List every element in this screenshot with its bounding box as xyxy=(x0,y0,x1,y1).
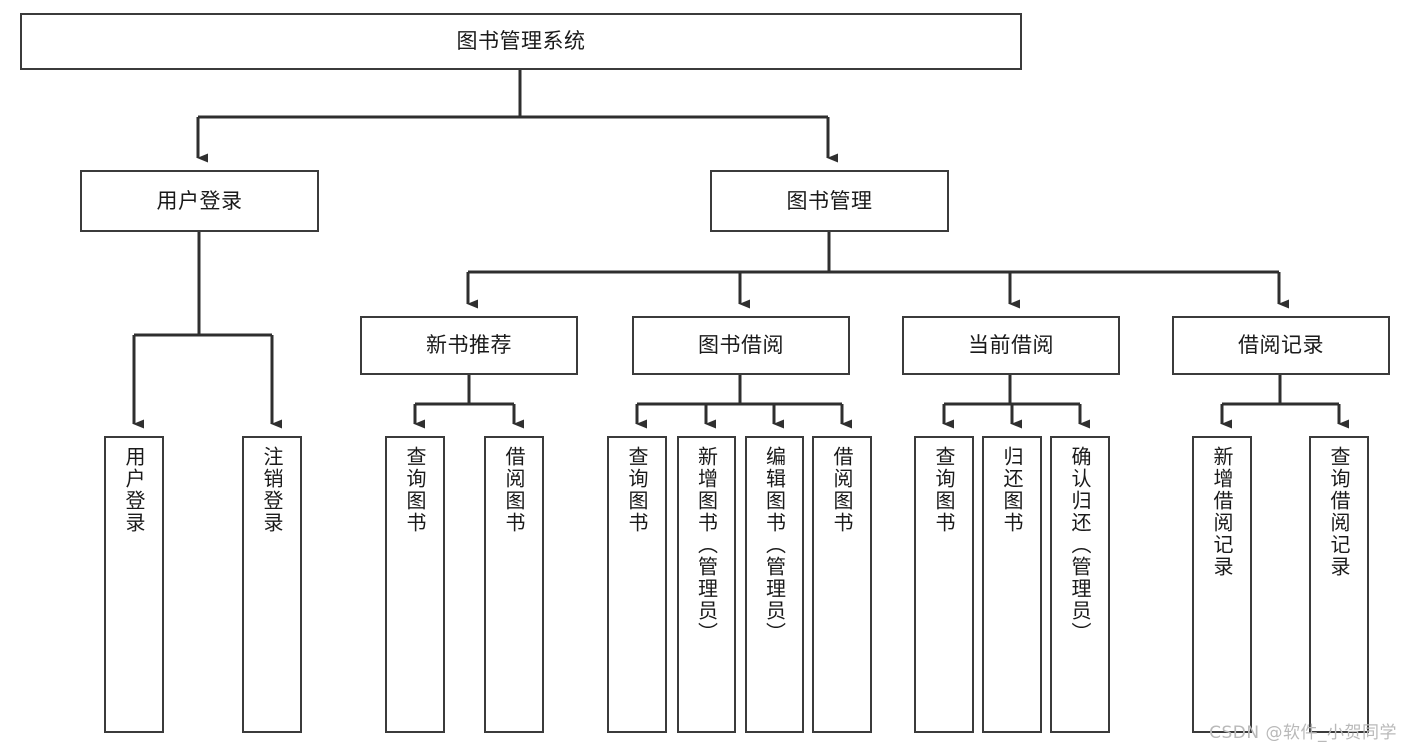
node-leaf-query-record-label: 查询借阅记录 xyxy=(1327,446,1351,578)
node-leaf-query-book-2[interactable]: 查询图书 xyxy=(607,436,667,733)
node-leaf-borrow-book-1[interactable]: 借阅图书 xyxy=(484,436,544,733)
node-book-management[interactable]: 图书管理 xyxy=(710,170,949,232)
node-leaf-confirm-return[interactable]: 确认归还（管理员） xyxy=(1050,436,1110,733)
node-leaf-query-record[interactable]: 查询借阅记录 xyxy=(1309,436,1369,733)
node-book-management-label: 图书管理 xyxy=(786,188,873,213)
node-leaf-user-login[interactable]: 用户登录 xyxy=(104,436,164,733)
node-root-label: 图书管理系统 xyxy=(456,29,586,54)
node-book-borrow-label: 图书借阅 xyxy=(698,333,784,358)
node-leaf-logout-login-label: 注销登录 xyxy=(260,446,284,534)
node-leaf-add-record-label: 新增借阅记录 xyxy=(1210,446,1234,578)
node-leaf-edit-book-label: 编辑图书（管理员） xyxy=(762,446,787,644)
node-leaf-borrow-book-2-label: 借阅图书 xyxy=(830,446,854,534)
node-leaf-return-book[interactable]: 归还图书 xyxy=(982,436,1042,733)
node-user-login[interactable]: 用户登录 xyxy=(80,170,319,232)
node-leaf-add-book[interactable]: 新增图书（管理员） xyxy=(677,436,736,733)
node-leaf-borrow-book-1-label: 借阅图书 xyxy=(502,446,526,534)
node-leaf-query-book-1-label: 查询图书 xyxy=(403,446,427,534)
node-leaf-query-book-2-label: 查询图书 xyxy=(625,446,649,534)
node-leaf-edit-book[interactable]: 编辑图书（管理员） xyxy=(745,436,804,733)
node-new-book-recommend[interactable]: 新书推荐 xyxy=(360,316,578,375)
node-leaf-query-book-3-label: 查询图书 xyxy=(932,446,956,534)
node-leaf-borrow-book-2[interactable]: 借阅图书 xyxy=(812,436,872,733)
node-leaf-user-login-label: 用户登录 xyxy=(122,446,146,534)
node-borrow-record[interactable]: 借阅记录 xyxy=(1172,316,1390,375)
node-leaf-add-record[interactable]: 新增借阅记录 xyxy=(1192,436,1252,733)
node-new-book-recommend-label: 新书推荐 xyxy=(426,333,512,358)
node-leaf-return-book-label: 归还图书 xyxy=(1000,446,1024,534)
node-leaf-add-book-label: 新增图书（管理员） xyxy=(694,446,719,644)
node-borrow-record-label: 借阅记录 xyxy=(1238,333,1324,358)
node-leaf-query-book-3[interactable]: 查询图书 xyxy=(914,436,974,733)
node-leaf-logout-login[interactable]: 注销登录 xyxy=(242,436,302,733)
node-book-borrow[interactable]: 图书借阅 xyxy=(632,316,850,375)
node-leaf-query-book-1[interactable]: 查询图书 xyxy=(385,436,445,733)
node-current-borrow[interactable]: 当前借阅 xyxy=(902,316,1120,375)
node-current-borrow-label: 当前借阅 xyxy=(968,333,1054,358)
node-user-login-label: 用户登录 xyxy=(156,188,243,213)
node-root[interactable]: 图书管理系统 xyxy=(20,13,1022,70)
node-leaf-confirm-return-label: 确认归还（管理员） xyxy=(1068,446,1092,644)
